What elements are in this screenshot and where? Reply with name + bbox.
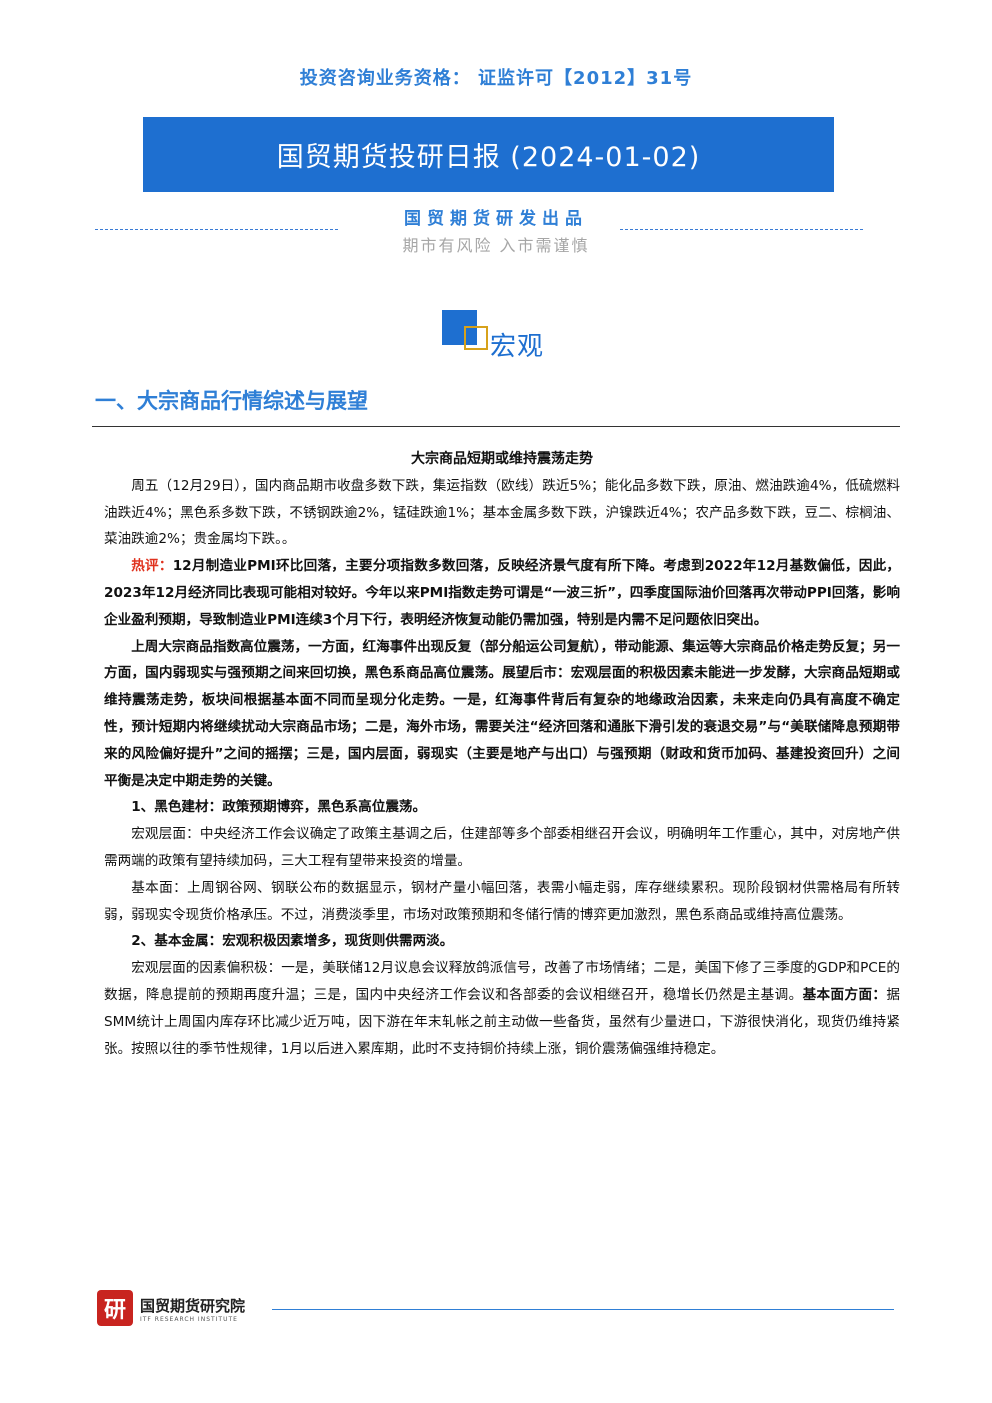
- section-squares-icon: [442, 310, 492, 360]
- dashed-divider-right: [620, 229, 863, 230]
- paragraph-market: 周五（12月29日），国内商品期市收盘多数下跌，集运指数（欧线）跌近5%；能化品…: [104, 477, 900, 548]
- footer-org-name: 国贸期货研究院: [140, 1297, 246, 1315]
- heading-rule: [92, 426, 900, 427]
- report-title: 国贸期货投研日报 (2024-01-02): [276, 142, 701, 173]
- article-body: 大宗商品短期或维持震荡走势 周五（12月29日），国内商品期市收盘多数下跌，集运…: [104, 446, 900, 1062]
- paragraph-black-fundamental: 基本面：上周钢谷网、钢联公布的数据显示，钢材产量小幅回落，表需小幅走弱，库存继续…: [104, 879, 900, 923]
- subheading-black: 1、黑色建材：政策预期博弈，黑色系高位震荡。: [131, 799, 427, 816]
- dashed-divider-left: [95, 229, 338, 230]
- research-logo-icon: 研: [97, 1290, 133, 1326]
- produced-by: 国贸期货研发出品: [404, 209, 588, 229]
- paragraph-comment: 热评：12月制造业PMI环比回落，主要分项指数多数回落，反映经济景气度有所下降。…: [104, 553, 900, 633]
- license-text: 投资咨询业务资格： 证监许可【2012】31号: [299, 68, 693, 89]
- title-banner: 国贸期货投研日报 (2024-01-02): [143, 117, 834, 192]
- risk-slogan: 期市有风险 入市需谨慎: [402, 236, 590, 255]
- section-heading: 一、大宗商品行情综述与展望: [95, 389, 368, 413]
- article-title: 大宗商品短期或维持震荡走势: [411, 451, 593, 467]
- paragraph-metal: 宏观层面的因素偏积极：一是，美联储12月议息会议释放鸽派信号，改善了市场情绪；二…: [104, 955, 900, 1062]
- paragraph-outlook: 上周大宗商品指数高位震荡，一方面，红海事件出现反复（部分船运公司复航），带动能源…: [104, 638, 900, 789]
- footer-rule: [272, 1309, 894, 1310]
- footer-org-en: ITF RESEARCH INSTITUTE: [140, 1316, 238, 1323]
- comment-text: 12月制造业PMI环比回落，主要分项指数多数回落，反映经济景气度有所下降。考虑到…: [104, 558, 901, 628]
- comment-label: 热评：: [131, 558, 173, 575]
- paragraph-black-macro: 宏观层面：中央经济工作会议确定了政策主基调之后，住建部等多个部委相继召开会议，明…: [104, 826, 900, 869]
- metal-fundamental-text: 据SMM统计上周国内库存环比减少近万吨，因下游在年末轧帐之前主动做一些备货，虽然…: [104, 986, 901, 1057]
- metal-macro-text: 宏观层面的因素偏积极：一是，美联储12月议息会议释放鸽派信号，改善了市场情绪；二…: [104, 960, 900, 1003]
- subheading-metal: 2、基本金属：宏观积极因素增多，现货则供需两淡。: [131, 933, 454, 950]
- metal-fundamental-label: 基本面方面：: [802, 986, 887, 1003]
- section-label: 宏观: [490, 332, 545, 362]
